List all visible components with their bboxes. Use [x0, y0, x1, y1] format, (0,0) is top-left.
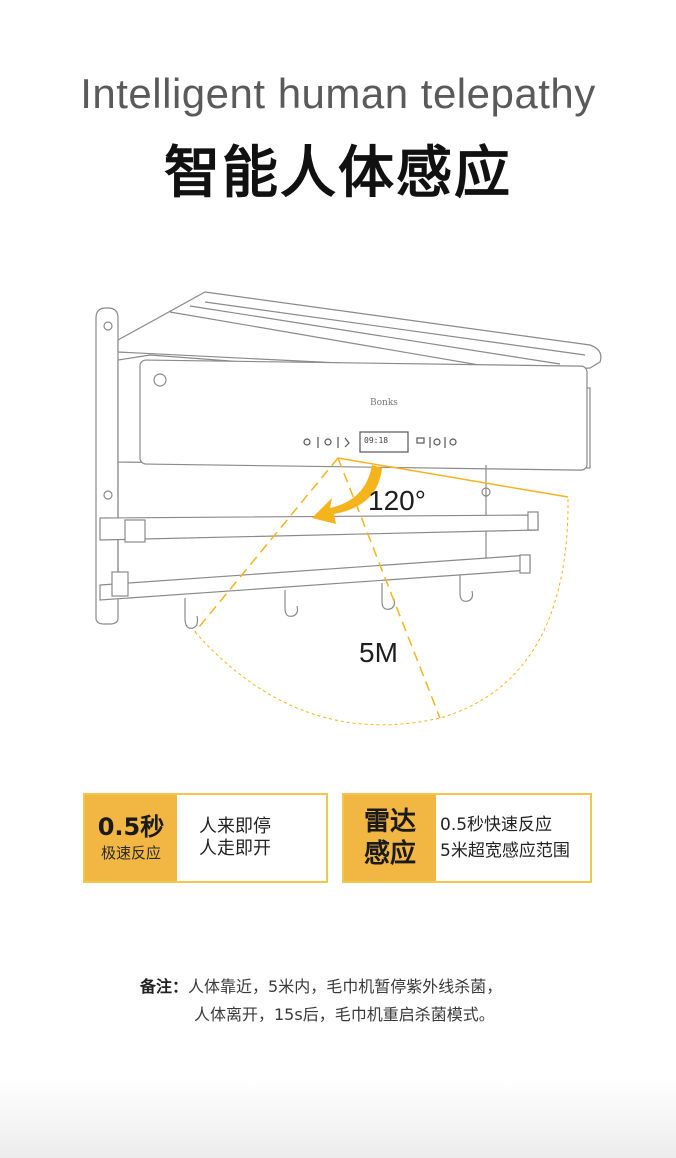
feature-highlight: 0.5秒 极速反应: [85, 795, 177, 881]
remark-note: 备注：人体靠近，5米内，毛巾机暂停紫外线杀菌， 人体离开，15s后，毛巾机重启杀…: [140, 973, 502, 1029]
distance-label: 5M: [359, 637, 398, 668]
note-label: 备注：: [140, 977, 189, 996]
feature-highlight: 雷达 感应: [344, 795, 436, 881]
detail-line: 人走即开: [199, 838, 271, 859]
feature-card-speed: 0.5秒 极速反应 人来即停 人走即开: [83, 793, 328, 883]
curved-arrow-icon: [312, 465, 382, 524]
display-time: 09:18: [364, 436, 388, 445]
detail-line: 人来即停: [199, 816, 271, 837]
svg-text:Bonks: Bonks: [370, 398, 398, 408]
angle-label: 120°: [368, 485, 426, 516]
feature-details: 人来即停 人走即开: [177, 795, 271, 881]
feature-details: 0.5秒快速反应 5米超宽感应范围: [436, 795, 570, 881]
note-line-1: 人体靠近，5米内，毛巾机暂停紫外线杀菌，: [188, 977, 503, 996]
highlight-line: 雷达: [363, 807, 416, 837]
feature-card-radar: 雷达 感应 0.5秒快速反应 5米超宽感应范围: [342, 793, 592, 883]
highlight-sub: 极速反应: [100, 844, 161, 862]
detail-line: 0.5秒快速反应: [440, 815, 553, 835]
towel-rack-illustration: 09:18 Bonks: [95, 291, 602, 726]
note-line-2: 人体离开，15s后，毛巾机重启杀菌模式。: [194, 1005, 495, 1024]
detail-line: 5米超宽感应范围: [440, 841, 570, 861]
title-cn: 智能人体感应: [164, 141, 512, 206]
highlight-value: 0.5秒: [97, 813, 165, 841]
bottom-fade: [0, 1078, 676, 1158]
title-en: Intelligent human telepathy: [80, 70, 596, 117]
highlight-line: 感应: [363, 839, 416, 869]
